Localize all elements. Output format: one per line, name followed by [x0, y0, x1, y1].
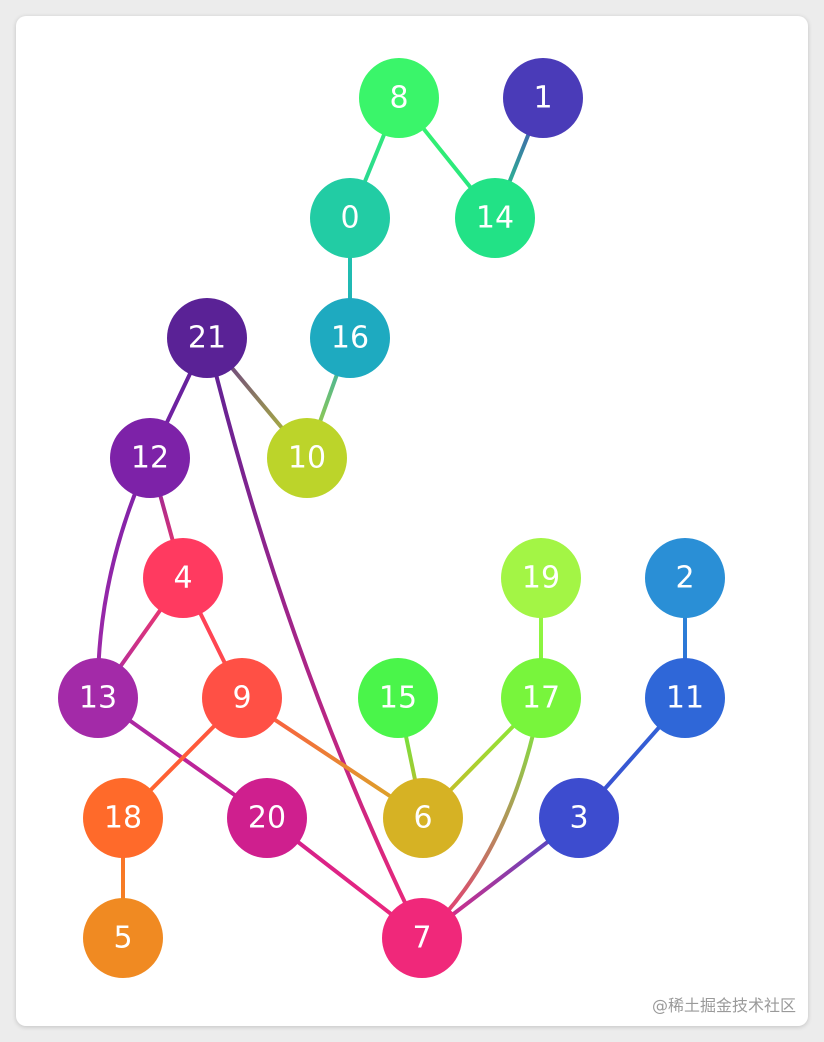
node-6-label: 6	[413, 801, 432, 836]
node-4-label: 4	[173, 561, 192, 596]
node-12[interactable]: 12	[110, 418, 190, 498]
node-16-circle[interactable]	[310, 298, 390, 378]
node-15[interactable]: 15	[358, 658, 438, 738]
node-10-label: 10	[288, 441, 326, 476]
node-17-label: 17	[522, 681, 560, 716]
node-9-circle[interactable]	[202, 658, 282, 738]
node-1-label: 1	[533, 81, 552, 116]
node-0-circle[interactable]	[310, 178, 390, 258]
node-6[interactable]: 6	[383, 778, 463, 858]
node-7-circle[interactable]	[382, 898, 462, 978]
node-4-circle[interactable]	[143, 538, 223, 618]
node-11-circle[interactable]	[645, 658, 725, 738]
node-20[interactable]: 20	[227, 778, 307, 858]
node-17-circle[interactable]	[501, 658, 581, 738]
node-13-circle[interactable]	[58, 658, 138, 738]
watermark: @稀土掘金技术社区	[651, 996, 796, 1015]
node-17[interactable]: 17	[501, 658, 581, 738]
node-3[interactable]: 3	[539, 778, 619, 858]
node-19-label: 19	[522, 561, 560, 596]
node-18[interactable]: 18	[83, 778, 163, 858]
node-3-label: 3	[569, 801, 588, 836]
node-12-label: 12	[131, 441, 169, 476]
node-8[interactable]: 8	[359, 58, 439, 138]
node-5-label: 5	[113, 921, 132, 956]
node-2[interactable]: 2	[645, 538, 725, 618]
node-15-label: 15	[379, 681, 417, 716]
node-11-label: 11	[666, 681, 704, 716]
node-21-label: 21	[188, 321, 226, 356]
node-18-circle[interactable]	[83, 778, 163, 858]
node-19-circle[interactable]	[501, 538, 581, 618]
node-4[interactable]: 4	[143, 538, 223, 618]
node-10-circle[interactable]	[267, 418, 347, 498]
node-16-label: 16	[331, 321, 369, 356]
node-1[interactable]: 1	[503, 58, 583, 138]
node-9-label: 9	[232, 681, 251, 716]
edge-21-7	[205, 336, 424, 940]
node-21[interactable]: 21	[167, 298, 247, 378]
node-15-circle[interactable]	[358, 658, 438, 738]
node-10[interactable]: 10	[267, 418, 347, 498]
node-14[interactable]: 14	[455, 178, 535, 258]
node-20-label: 20	[248, 801, 286, 836]
node-8-circle[interactable]	[359, 58, 439, 138]
node-14-circle[interactable]	[455, 178, 535, 258]
node-11[interactable]: 11	[645, 658, 725, 738]
node-8-label: 8	[389, 81, 408, 116]
node-7[interactable]: 7	[382, 898, 462, 978]
node-6-circle[interactable]	[383, 778, 463, 858]
node-19[interactable]: 19	[501, 538, 581, 618]
node-20-circle[interactable]	[227, 778, 307, 858]
node-18-label: 18	[104, 801, 142, 836]
node-12-circle[interactable]	[110, 418, 190, 498]
node-5[interactable]: 5	[83, 898, 163, 978]
node-21-circle[interactable]	[167, 298, 247, 378]
node-14-label: 14	[476, 201, 514, 236]
node-2-circle[interactable]	[645, 538, 725, 618]
node-3-circle[interactable]	[539, 778, 619, 858]
node-0[interactable]: 0	[310, 178, 390, 258]
node-1-circle[interactable]	[503, 58, 583, 138]
node-16[interactable]: 16	[310, 298, 390, 378]
node-2-label: 2	[675, 561, 694, 596]
node-5-circle[interactable]	[83, 898, 163, 978]
node-13-label: 13	[79, 681, 117, 716]
node-13[interactable]: 13	[58, 658, 138, 738]
node-7-label: 7	[412, 921, 431, 956]
node-0-label: 0	[340, 201, 359, 236]
node-9[interactable]: 9	[202, 658, 282, 738]
